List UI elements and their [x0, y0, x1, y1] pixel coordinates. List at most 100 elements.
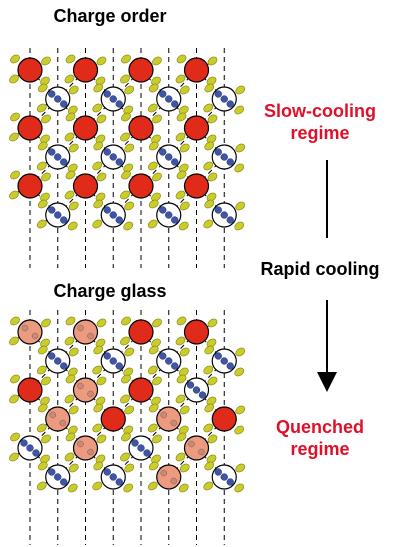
ligand-lobe [36, 219, 47, 229]
blue-lobe [48, 206, 56, 214]
ligand-lobe [92, 365, 103, 375]
charge-poor-site [92, 199, 135, 231]
ligand-lobe [152, 318, 162, 328]
ligand-lobe [124, 463, 135, 473]
ligand-lobe [123, 221, 134, 231]
site-circle [128, 57, 154, 83]
charge-order-lattice [9, 48, 246, 268]
slow-cooling-line1: Slow-cooling [264, 101, 376, 121]
charge-order-title: Charge order [53, 6, 167, 26]
ligand-lobe [176, 432, 187, 442]
ligand-lobe [68, 463, 79, 473]
site-circle [100, 406, 126, 432]
ligand-lobe [40, 454, 50, 464]
dashed-diagonal-line [112, 389, 142, 420]
ligand-lobe [151, 338, 161, 348]
faint-lobe [49, 411, 56, 419]
ligand-lobe [206, 454, 217, 464]
site-circle [183, 115, 210, 141]
faint-lobe [59, 419, 66, 427]
ligand-lobe [204, 141, 215, 151]
ligand-lobe [178, 367, 189, 377]
faint-lobe [21, 324, 29, 332]
site-circle [183, 319, 210, 345]
ligand-lobe [37, 345, 48, 355]
ligand-lobe [120, 190, 130, 200]
faint-lobe [198, 448, 205, 456]
dashed-diagonal-line [57, 447, 86, 478]
dashed-diagonal-line [29, 360, 59, 391]
ligand-lobe [121, 112, 131, 122]
ligand-lobe [37, 141, 48, 151]
ligand-lobe [64, 190, 75, 200]
ligand-lobe [92, 161, 103, 171]
site-circle [17, 173, 43, 199]
charge-poor-site [36, 461, 79, 493]
blue-lobe [54, 473, 62, 481]
ligand-lobe [93, 461, 104, 471]
blue-lobe [186, 381, 195, 389]
blue-lobe [214, 352, 222, 360]
quenched-label: Quenched regime [240, 416, 400, 460]
ligand-lobe [41, 172, 51, 182]
ligand-lobe [36, 423, 47, 433]
faint-lobe [87, 448, 94, 456]
ligand-lobe [40, 76, 50, 86]
ligand-lobe [179, 143, 190, 153]
blue-lobe [109, 473, 117, 481]
ligand-lobe [64, 452, 75, 462]
blue-lobe [220, 211, 228, 219]
blue-lobe [60, 216, 68, 224]
charge-poor-site [147, 141, 190, 173]
blue-lobe [226, 100, 234, 108]
ligand-lobe [120, 336, 130, 346]
ligand-lobe [40, 134, 50, 144]
ligand-lobe [67, 367, 78, 377]
charge-rich-site [9, 374, 51, 406]
blue-lobe [103, 352, 111, 360]
dashed-diagonal-line [168, 127, 197, 158]
dashed-diagonal-line [57, 69, 86, 100]
ligand-lobe [93, 403, 104, 413]
site-circle [72, 115, 99, 141]
ligand-lobe [123, 425, 134, 435]
charge-poor-site [120, 432, 162, 464]
ligand-lobe [95, 134, 106, 144]
site-circle [156, 464, 182, 490]
ligand-lobe [41, 376, 51, 386]
site-circle [45, 406, 71, 432]
ligand-lobe [92, 219, 103, 229]
ligand-lobe [207, 114, 218, 124]
ligand-lobe [176, 374, 187, 384]
ligand-lobe [96, 318, 107, 328]
ligand-lobe [235, 143, 246, 153]
charge-rich-site [64, 54, 107, 86]
faint-lobe [77, 382, 84, 390]
site-circle [72, 173, 99, 199]
ligand-lobe [92, 481, 103, 491]
blue-lobe [226, 478, 234, 486]
ligand-lobe [204, 83, 215, 93]
charge-poor-site [36, 199, 79, 231]
site-circle [128, 319, 154, 345]
blue-lobe [20, 439, 28, 447]
ligand-lobe [179, 405, 190, 415]
ligand-lobe [178, 163, 189, 173]
ligand-lobe [148, 403, 159, 413]
ligand-lobe [95, 396, 106, 406]
faint-lobe [160, 469, 167, 477]
ligand-lobe [178, 221, 189, 231]
ligand-lobe [152, 172, 162, 182]
faint-lobe [77, 324, 84, 332]
slow-cooling-label: Slow-cooling regime [240, 100, 400, 144]
blue-lobe [171, 100, 179, 108]
charge-rich-site [9, 170, 51, 202]
ligand-lobe [234, 105, 245, 115]
ligand-lobe [95, 338, 106, 348]
ligand-lobe [64, 394, 75, 404]
ligand-lobe [206, 396, 217, 406]
dashed-diagonal-line [85, 98, 114, 129]
dashed-diagonal-line [140, 360, 170, 391]
ligand-lobe [10, 432, 20, 442]
blue-lobe [115, 216, 123, 224]
